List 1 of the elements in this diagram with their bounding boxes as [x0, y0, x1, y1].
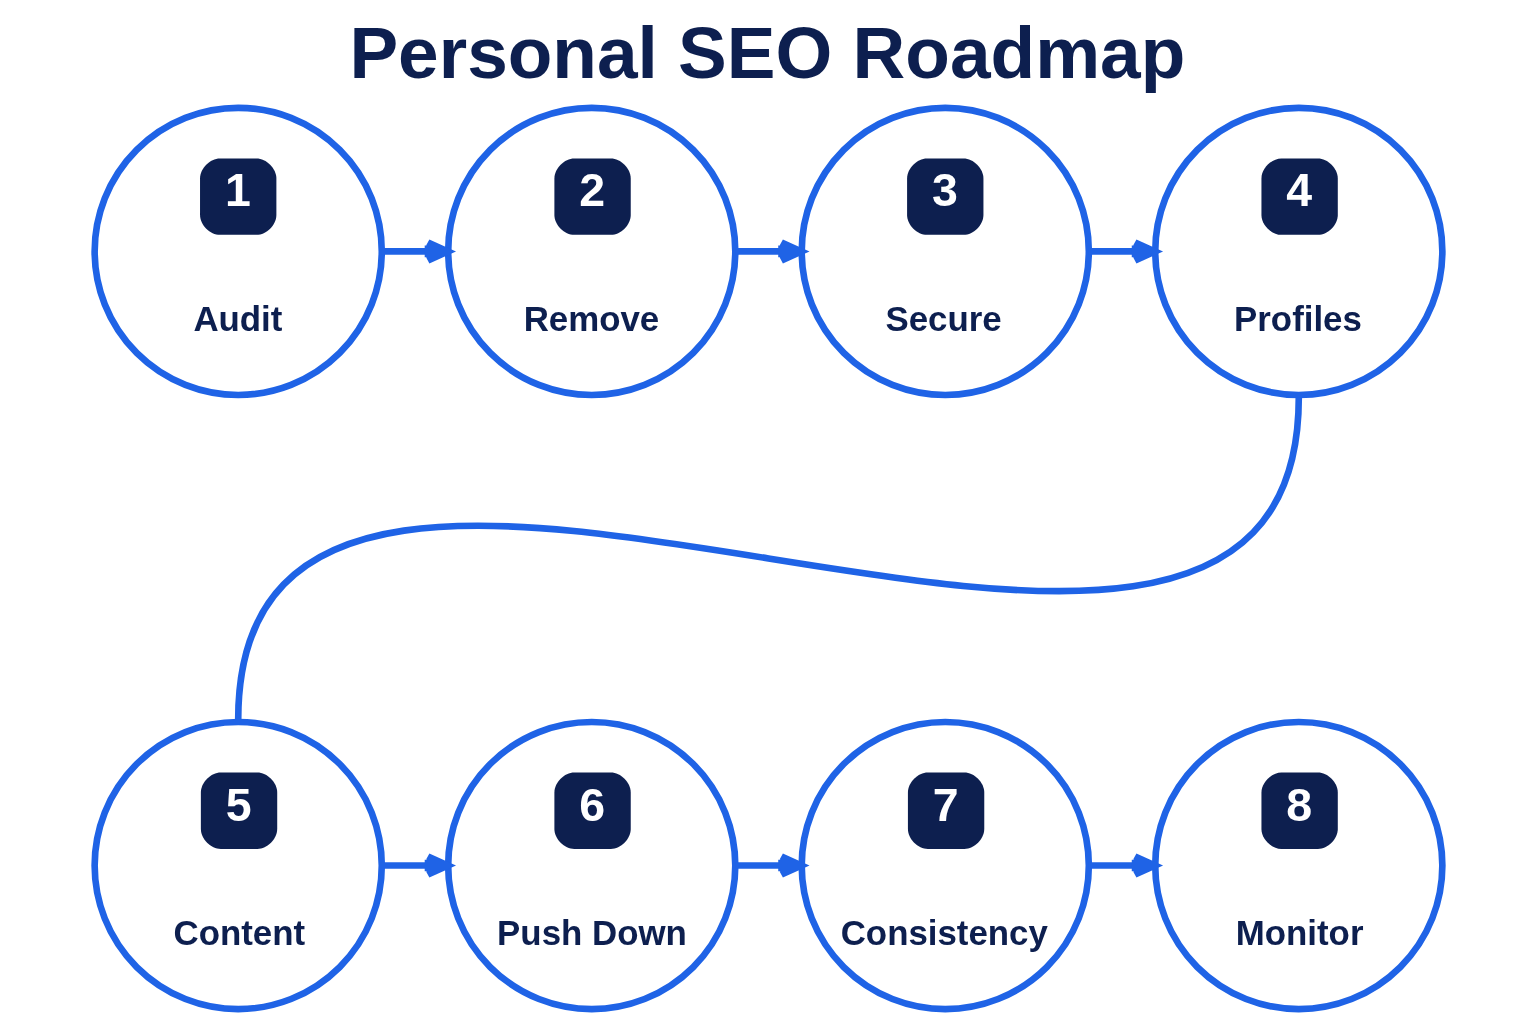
diagram-title: Personal SEO Roadmap: [348, 12, 1185, 94]
